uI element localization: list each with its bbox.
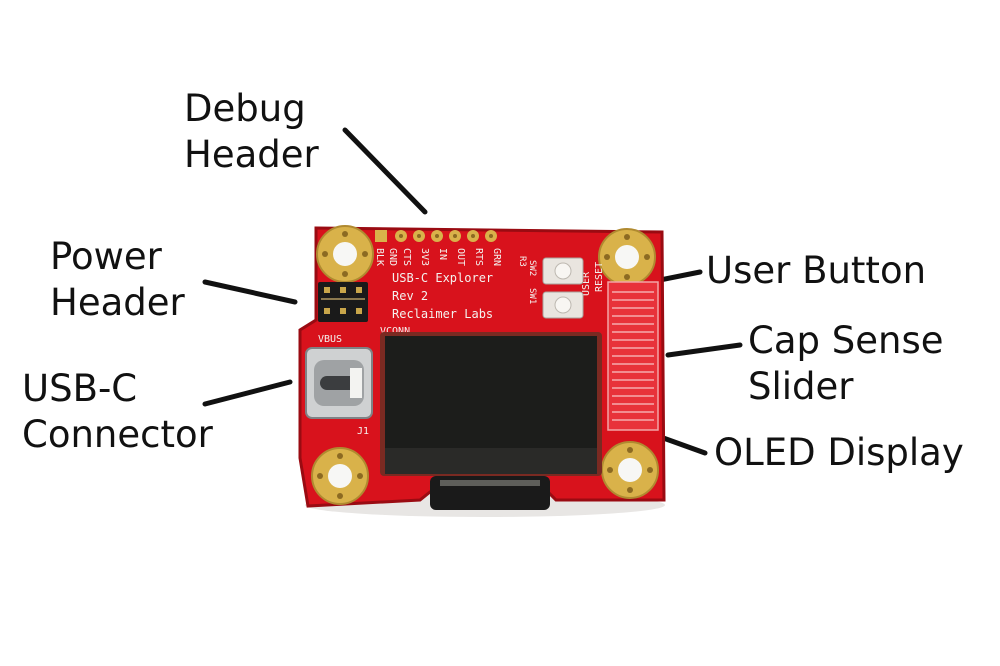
label-line: Header <box>184 133 319 176</box>
mounting-hole-bl <box>311 447 369 505</box>
user-label: USER <box>581 271 592 296</box>
pin-label: IN <box>437 248 448 260</box>
pin-label: OUT <box>455 248 466 266</box>
user-button <box>542 291 584 319</box>
label-usbc-connector: USB-C Connector <box>22 366 213 458</box>
label-line: User Button <box>706 249 927 292</box>
label-power-header: Power Header <box>50 234 185 326</box>
mounting-hole-tl <box>316 225 374 283</box>
usbc-connector <box>305 347 373 419</box>
label-line: OLED Display <box>714 431 964 474</box>
leader-debug <box>342 127 428 215</box>
cap-sense-slider <box>607 281 659 431</box>
reset-button <box>542 257 584 285</box>
mounting-holes <box>311 225 659 505</box>
board-maker: Reclaimer Labs <box>392 307 493 321</box>
label-line: Debug <box>184 87 306 130</box>
label-debug-header: Debug Header <box>184 86 319 178</box>
board-rev: Rev 2 <box>392 289 428 303</box>
label-user-button: User Button <box>706 248 926 294</box>
label-line: USB-C <box>22 367 138 410</box>
board-silkscreen: USB-C Explorer Rev 2 Reclaimer Labs VCON… <box>318 256 605 437</box>
label-line: Header <box>50 281 185 324</box>
vconn-label: VCONN <box>380 326 410 337</box>
pin-label: BLK <box>374 248 385 266</box>
reset-label: RESET <box>594 262 605 292</box>
debug-pin-labels: BLK GND CTS 3V3 IN OUT RTS GRN <box>374 248 502 266</box>
label-oled-display: OLED Display <box>714 430 964 476</box>
leader-power <box>202 279 298 305</box>
label-line: Power <box>50 235 162 278</box>
mounting-hole-tr <box>598 228 656 286</box>
board-title: USB-C Explorer <box>392 271 493 285</box>
leader-cap-sense <box>665 342 743 358</box>
mounting-hole-br <box>601 441 659 499</box>
pin-label: GND <box>387 248 398 266</box>
pin-label: RTS <box>473 248 484 266</box>
label-line: Cap Sense <box>748 319 944 362</box>
vbus-label: VBUS <box>318 334 342 345</box>
pin-label: 3V3 <box>419 248 430 266</box>
sw2-label: SW2 <box>527 260 537 276</box>
label-cap-sense-slider: Cap Sense Slider <box>748 318 944 410</box>
pin-label: CTS <box>401 248 412 266</box>
debug-header <box>375 230 497 242</box>
oled-display <box>380 332 602 510</box>
r3-label: R3 <box>517 256 527 267</box>
label-line: Connector <box>22 413 213 456</box>
buttons <box>542 257 584 319</box>
power-header <box>318 282 368 322</box>
j1-label: J1 <box>357 426 369 437</box>
leader-usbc <box>202 379 293 407</box>
label-line: Slider <box>748 365 854 408</box>
pin-label: GRN <box>491 248 502 266</box>
sw1-label: SW1 <box>527 288 537 304</box>
